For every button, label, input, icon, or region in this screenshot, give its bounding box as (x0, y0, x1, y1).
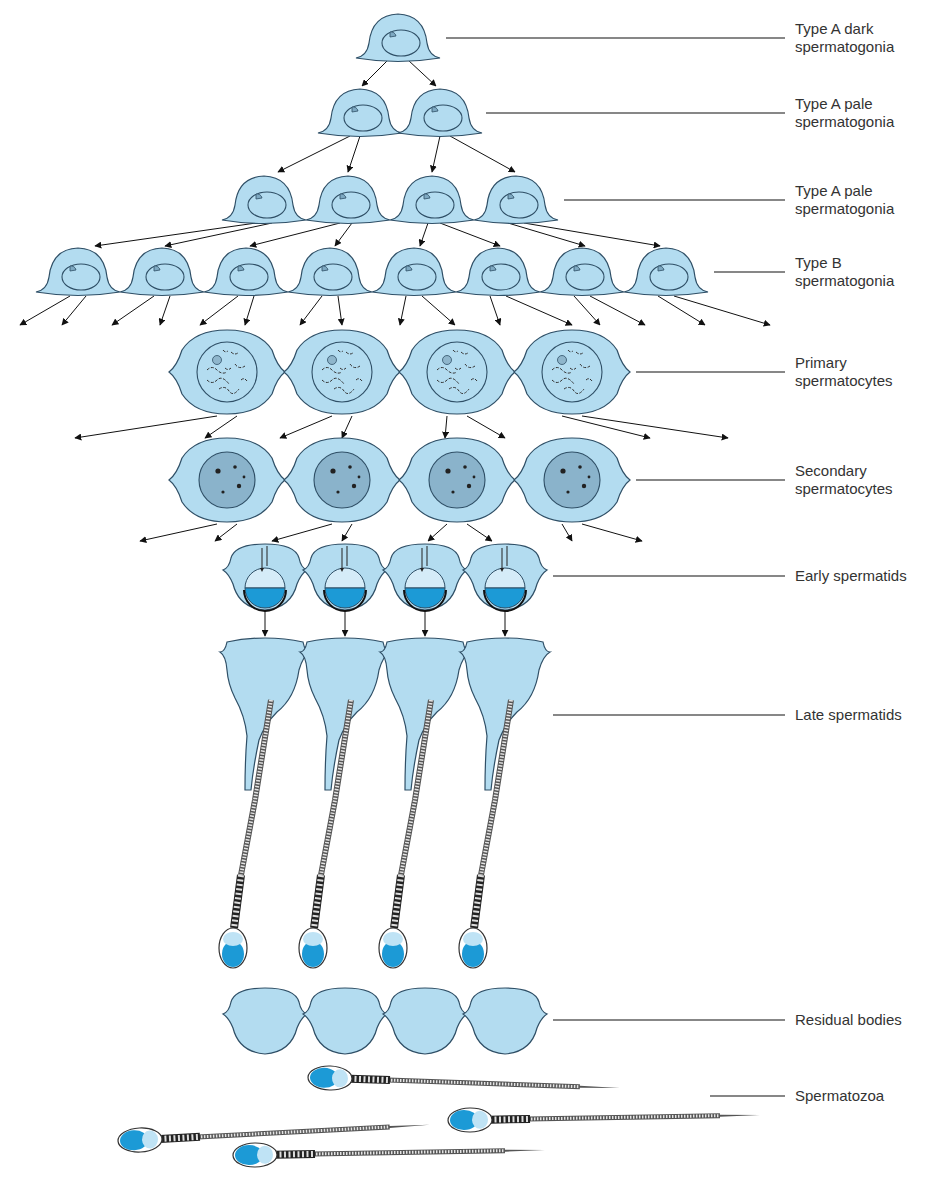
stage-label: Type A pale spermatogonia (795, 182, 940, 218)
residual-body-cells (223, 988, 547, 1054)
stage-label: Type B spermatogonia (795, 254, 940, 290)
stage-label: Secondary spermatocytes (795, 462, 940, 498)
spermatogonia-cells (36, 14, 708, 296)
stage-label: Late spermatids (795, 706, 940, 724)
arrows (20, 60, 770, 636)
stage-label: Type A dark spermatogonia (795, 20, 940, 56)
leader-lines (446, 38, 785, 1096)
stage-label: Primary spermatocytes (795, 354, 940, 390)
stage-label: Type A pale spermatogonia (795, 95, 940, 131)
secondary-spermatocyte-cells (169, 438, 630, 522)
spermatozoa (117, 1065, 760, 1167)
late-spermatid-cells (219, 638, 550, 968)
stage-label: Residual bodies (795, 1011, 940, 1029)
stage-label: Spermatozoa (795, 1087, 940, 1105)
early-spermatid-cells (223, 544, 547, 611)
primary-spermatocyte-cells (169, 330, 630, 414)
stage-label: Early spermatids (795, 567, 940, 585)
